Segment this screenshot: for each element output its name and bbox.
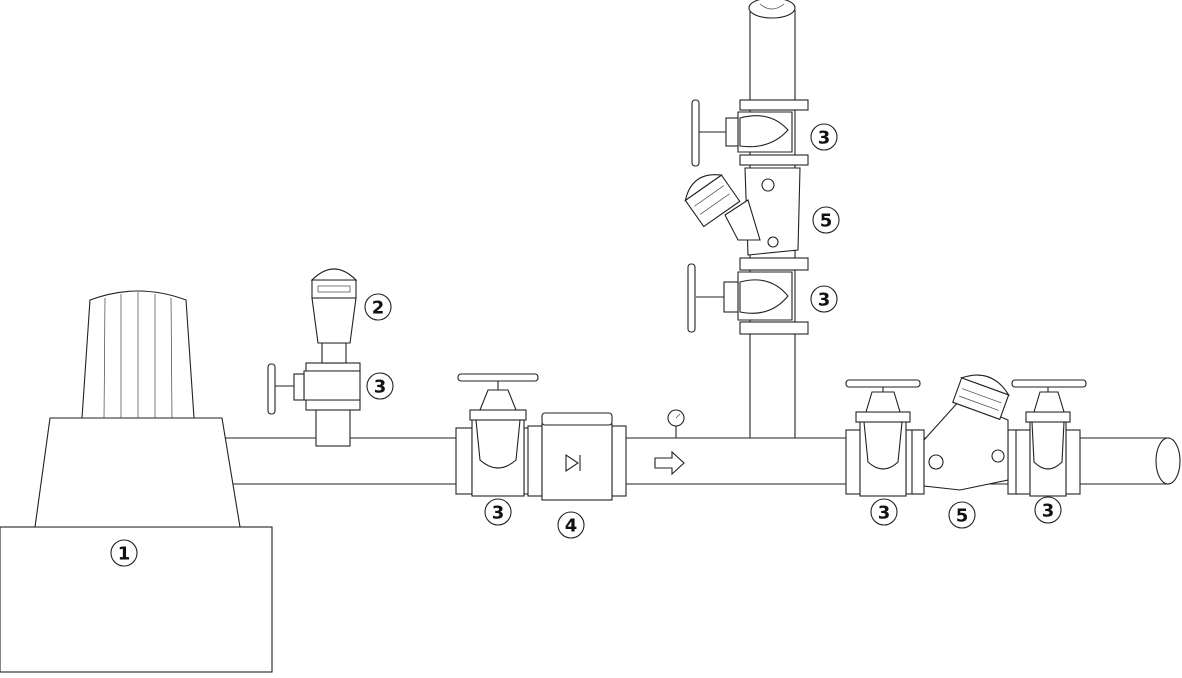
callout-number: 5 bbox=[820, 211, 833, 232]
callout-number: 3 bbox=[374, 377, 387, 398]
flow-arrow bbox=[654, 450, 685, 476]
gate-valve-2 bbox=[845, 379, 921, 497]
pump-station bbox=[0, 290, 273, 673]
callout-air-valve: 2 bbox=[364, 293, 392, 321]
callout-number: 3 bbox=[818, 290, 831, 311]
gate-valve-1 bbox=[455, 373, 541, 497]
callout-number: 2 bbox=[372, 298, 385, 319]
callout-gate-valve-3: 3 bbox=[1034, 496, 1062, 524]
callout-gate-valve-1: 3 bbox=[484, 498, 512, 526]
gate-valve-3 bbox=[1011, 379, 1087, 497]
flow-meter bbox=[527, 412, 627, 501]
callout-valve-air: 3 bbox=[366, 372, 394, 400]
callout-riser-bottom-valve: 3 bbox=[810, 285, 838, 313]
callout-number: 3 bbox=[492, 503, 505, 524]
air-valve-assembly bbox=[267, 268, 361, 447]
pressure-gauge bbox=[667, 409, 685, 438]
callout-riser-control-valve: 5 bbox=[812, 206, 840, 234]
callout-riser-top-valve: 3 bbox=[810, 123, 838, 151]
callout-number: 3 bbox=[818, 128, 831, 149]
callout-number: 1 bbox=[118, 544, 131, 565]
callout-number: 4 bbox=[565, 516, 578, 537]
callout-flow-meter: 4 bbox=[557, 511, 585, 539]
riser-bottom-valve bbox=[687, 257, 809, 335]
callout-gate-valve-2: 3 bbox=[870, 498, 898, 526]
callout-number: 3 bbox=[1042, 501, 1055, 522]
callout-number: 5 bbox=[956, 506, 969, 527]
main-control-valve bbox=[911, 374, 1021, 495]
callout-pump-station: 1 bbox=[110, 539, 138, 567]
riser-top-valve bbox=[691, 99, 809, 167]
callout-number: 3 bbox=[878, 503, 891, 524]
riser-control-valve bbox=[684, 167, 801, 256]
callout-main-control-valve: 5 bbox=[948, 501, 976, 529]
